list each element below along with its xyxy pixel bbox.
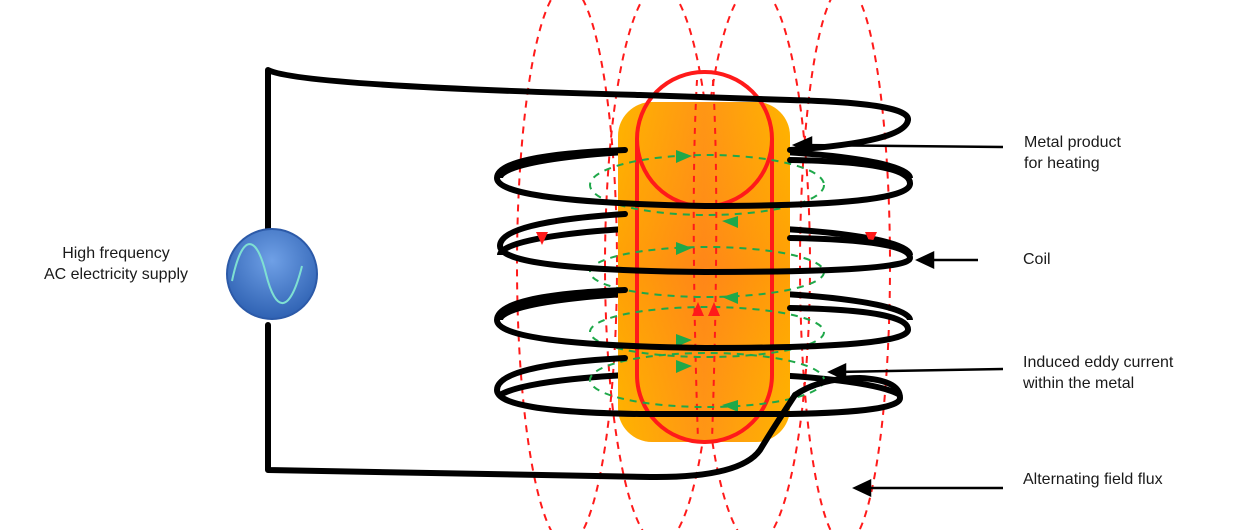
ac-supply-label: High frequency AC electricity supply <box>6 243 226 285</box>
coil-turn <box>494 287 911 351</box>
coil <box>265 67 913 481</box>
metal-product-label-line2: for heating <box>1024 155 1100 172</box>
flux-arrow-up <box>692 302 704 316</box>
eddy-arrow <box>722 216 738 228</box>
flux-arrow-up <box>708 302 720 316</box>
metal-product-label-line1: Metal product <box>1024 134 1121 151</box>
eddy-current-label-line2: within the metal <box>1023 375 1135 392</box>
flux-arrows <box>536 232 877 316</box>
eddy-loop <box>589 306 825 358</box>
ac-supply-label-line1: High frequency <box>62 245 170 262</box>
eddy-arrow <box>676 334 692 347</box>
coil-turn <box>497 211 913 275</box>
ac-source-icon <box>226 228 318 320</box>
flux-arrow-down <box>536 232 548 245</box>
pointer-eddy <box>835 367 1004 374</box>
ac-supply-label-line2: AC electricity supply <box>43 266 189 283</box>
eddy-arrow <box>676 242 692 255</box>
coil-label: Coil <box>1023 249 1051 270</box>
eddy-arrow <box>722 292 738 304</box>
coil-turn <box>494 355 643 417</box>
metal-product-label: Metal product for heating <box>1024 132 1121 174</box>
eddy-arrows <box>676 150 738 412</box>
flux-line-outer-left <box>516 0 618 530</box>
eddy-arrow <box>676 360 692 373</box>
coil-lead-bottom <box>265 322 798 481</box>
coil-label-text: Coil <box>1023 251 1051 268</box>
ac-source <box>226 228 318 320</box>
flux-arrow-down <box>865 232 877 245</box>
eddy-arrow <box>722 400 738 412</box>
flux-capsule <box>635 70 774 444</box>
pointer-metal <box>799 143 1004 149</box>
eddy-current-label: Induced eddy current within the metal <box>1023 352 1173 394</box>
coil-turn <box>494 147 913 209</box>
eddy-loop <box>589 154 825 216</box>
eddy-current-label-line1: Induced eddy current <box>1023 354 1174 371</box>
eddy-arrow <box>676 150 692 163</box>
sine-wave-icon <box>231 243 303 304</box>
field-flux-label: Alternating field flux <box>1023 469 1163 490</box>
field-flux-label-text: Alternating field flux <box>1023 471 1163 488</box>
label-pointers <box>791 136 1004 497</box>
coil-lead-top <box>265 67 643 98</box>
